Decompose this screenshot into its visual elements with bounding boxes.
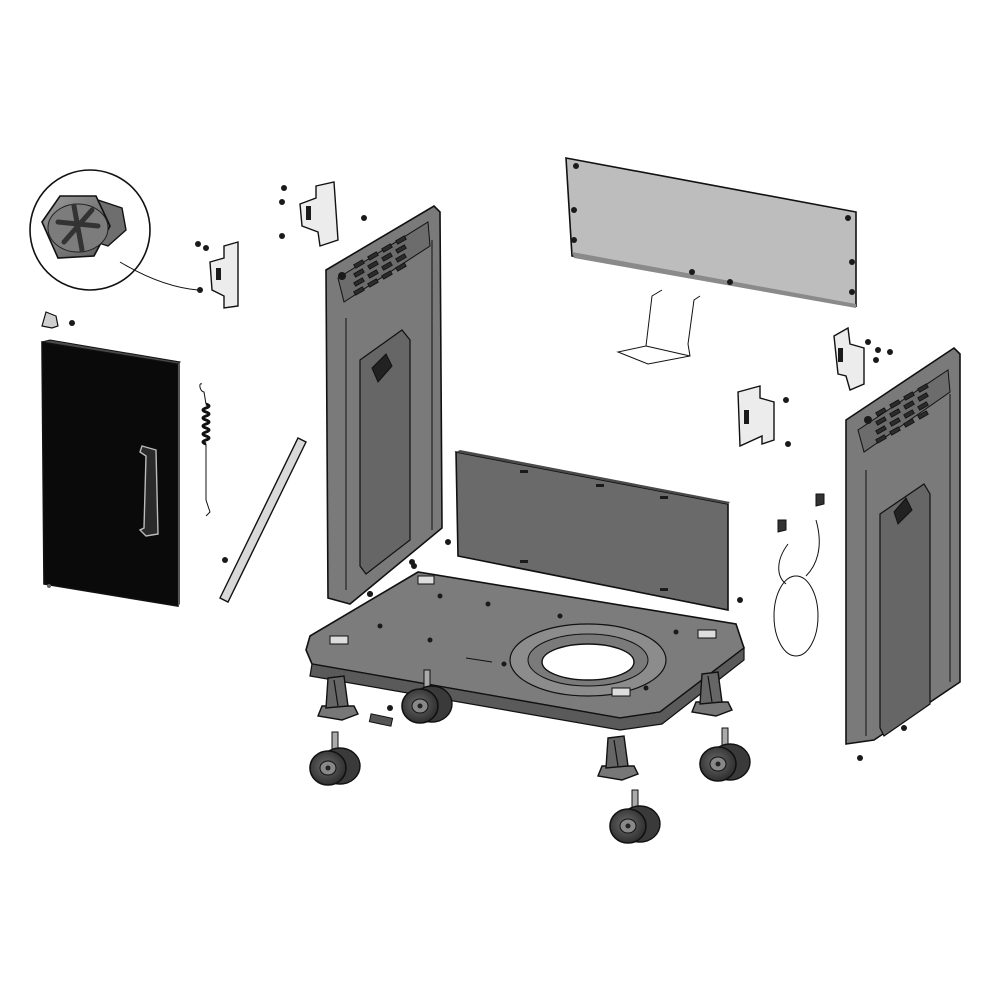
right-bracket-rear (833, 326, 893, 391)
bolt-detail-icon (41, 195, 127, 259)
side-panel-right (845, 346, 961, 761)
side-panel-left (325, 204, 443, 605)
front-panel (445, 450, 743, 611)
right-bracket-front (737, 385, 791, 448)
vent-slots (875, 383, 929, 444)
tank-wire-holder (616, 289, 701, 365)
vent-slots (353, 235, 407, 296)
door-spring-icon (199, 383, 211, 517)
diagonal-brace (219, 437, 307, 603)
door-bracket-upper (279, 181, 367, 247)
bolt-detail-callout (29, 169, 199, 291)
rear-panel (565, 157, 857, 308)
caster-wheel-icon (401, 669, 453, 724)
caster-wheel-icon (309, 731, 361, 786)
hinge-clip (41, 311, 75, 329)
base-tray (305, 571, 745, 731)
leveling-foot-icon (597, 735, 639, 781)
door-handle-icon (138, 445, 159, 537)
cabinet-door (41, 339, 182, 607)
caster-wheel-icon (609, 789, 661, 844)
caster-wheel-icon (699, 727, 751, 782)
leveling-foot-icon (317, 675, 359, 721)
hardware-loose (367, 493, 825, 727)
door-bracket-lower (195, 241, 239, 309)
tank-ring (773, 519, 820, 657)
leveling-foot-icon (691, 671, 733, 717)
